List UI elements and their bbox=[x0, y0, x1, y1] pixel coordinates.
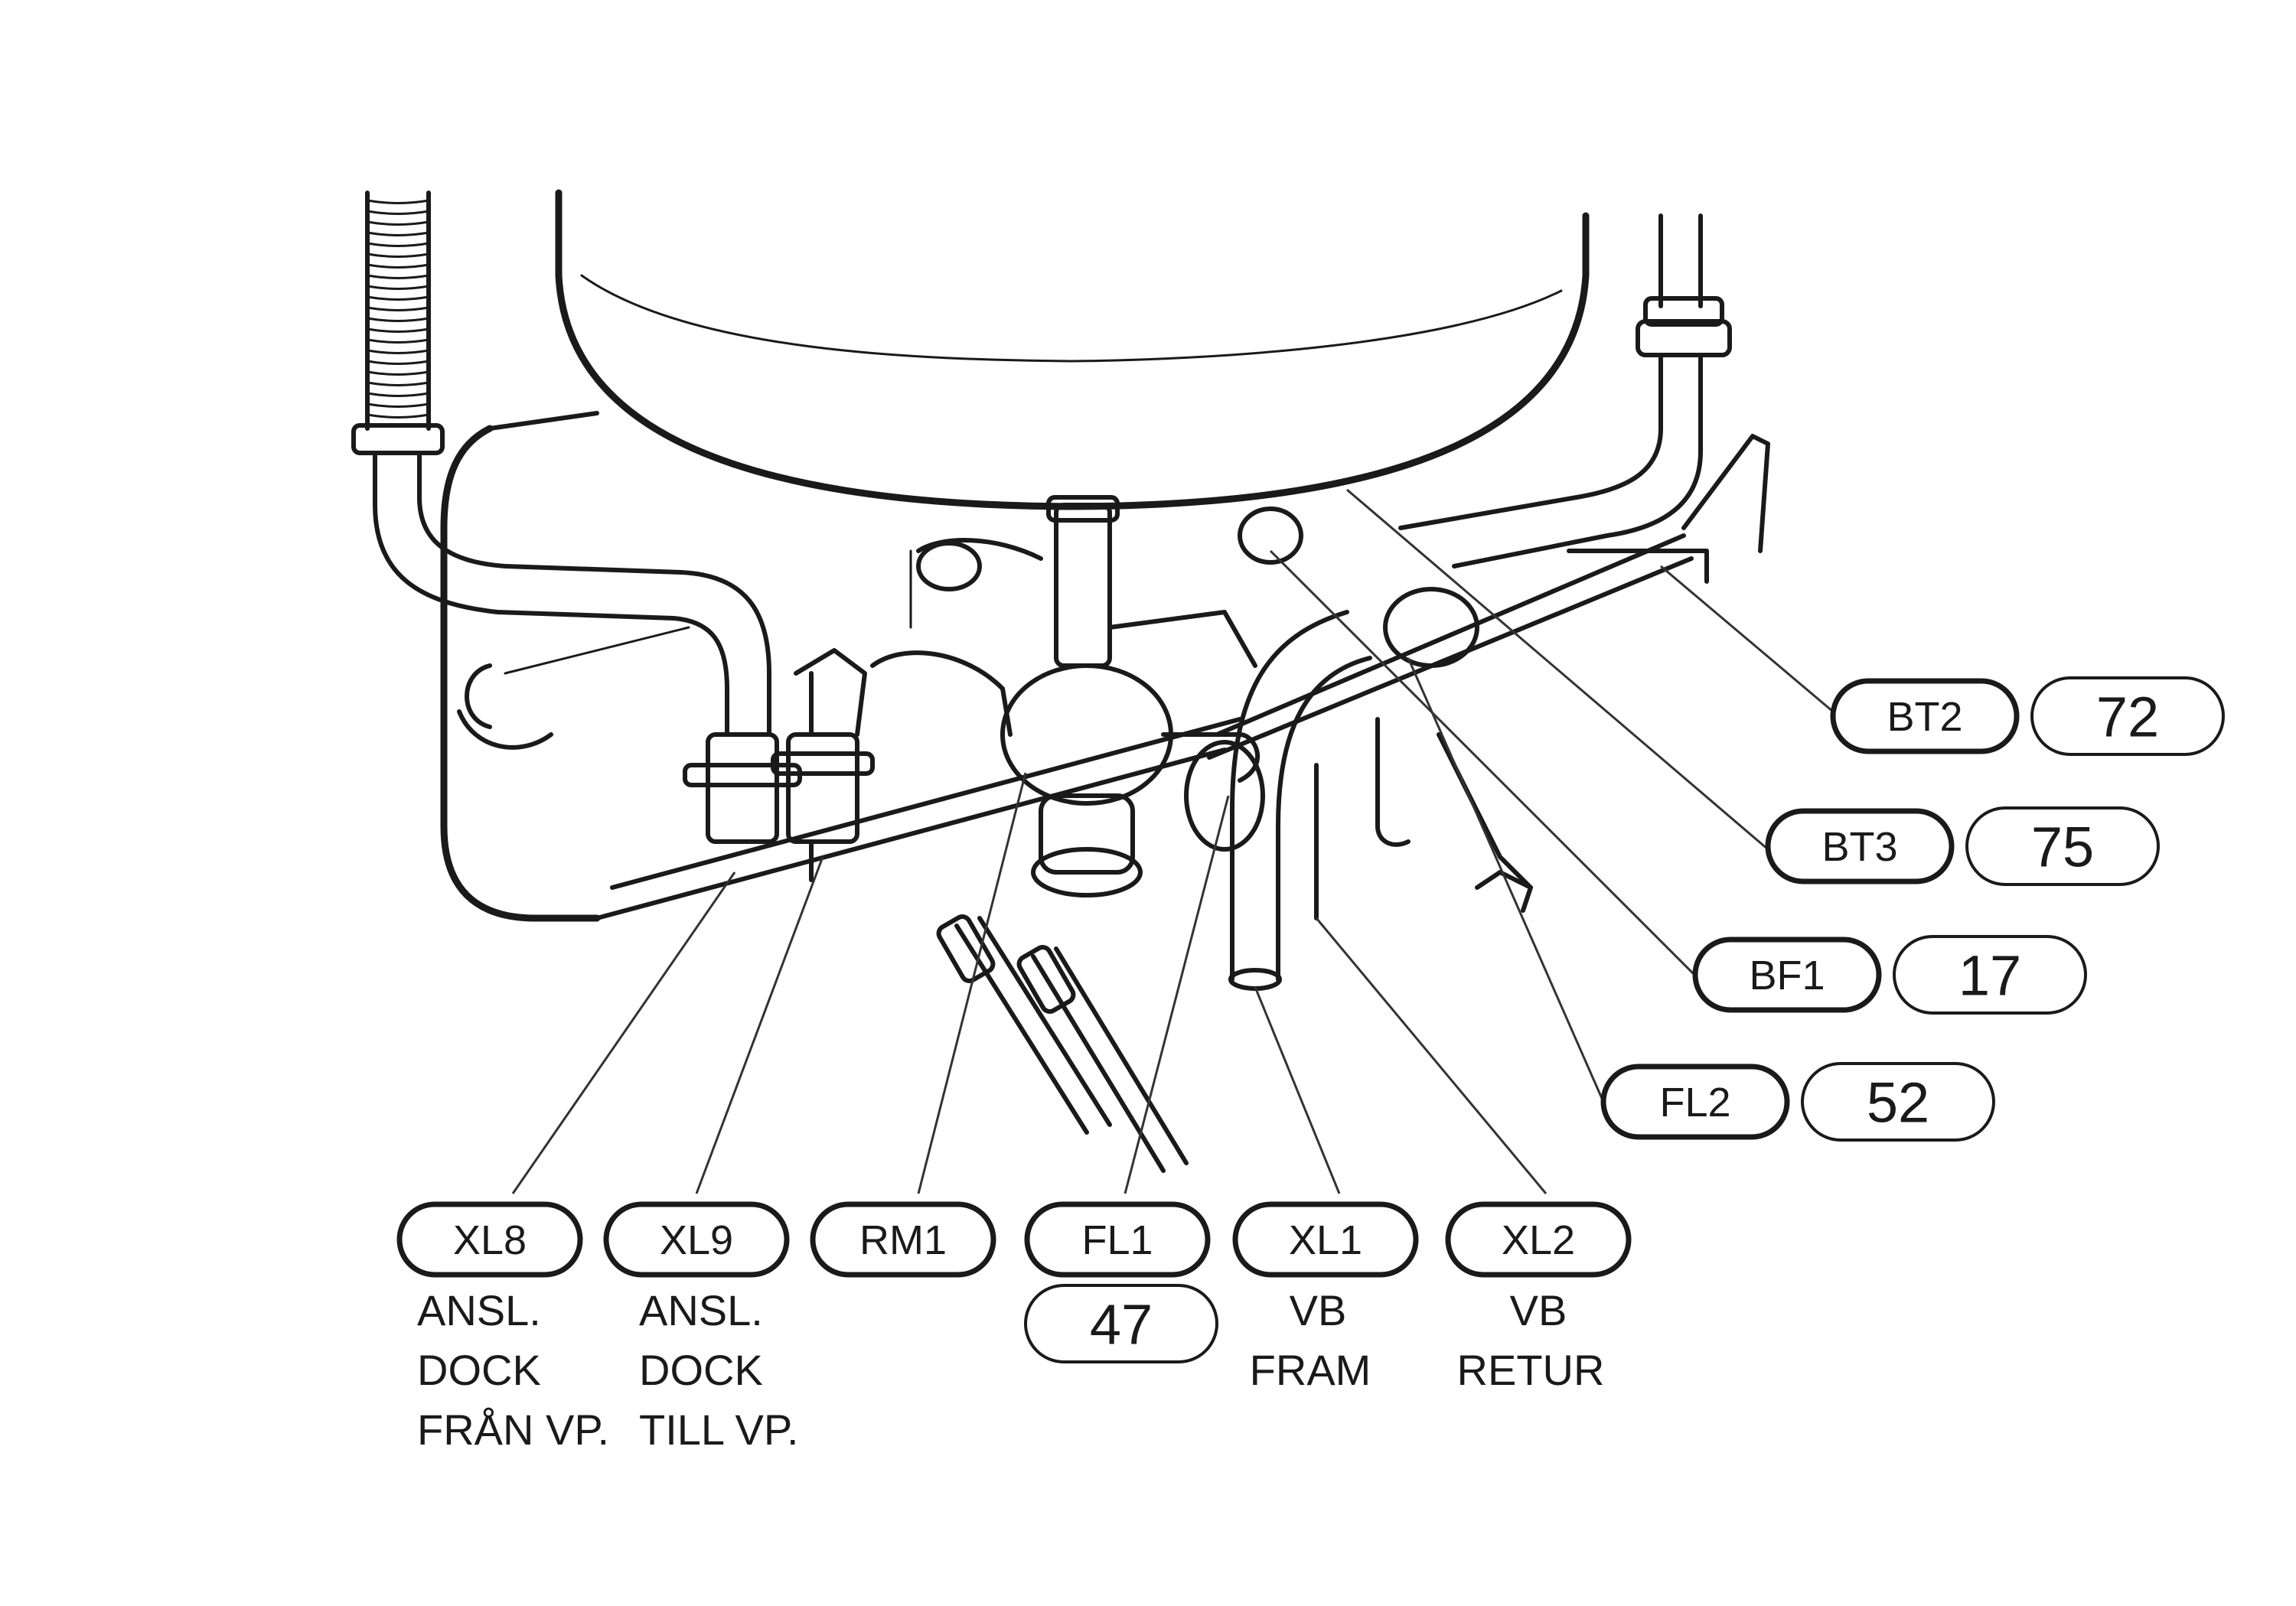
right-bracket bbox=[1238, 434, 1770, 913]
code-text: FL1 bbox=[1081, 1217, 1153, 1263]
value-text: 75 bbox=[2031, 816, 2094, 879]
code-pill bbox=[1830, 678, 2020, 754]
code-pill bbox=[1445, 1201, 1632, 1278]
label-bt2: BT2 72 bbox=[1830, 676, 2225, 756]
corrugated-hose bbox=[351, 191, 445, 455]
value-pill bbox=[1024, 1284, 1218, 1363]
hose-ridge bbox=[366, 285, 430, 290]
value-pill bbox=[1801, 1062, 1995, 1142]
label-xl2: XL2 VB RETUR bbox=[1445, 1201, 1632, 1394]
desc-line-1: ANSL. bbox=[417, 1286, 541, 1334]
value-pill bbox=[1893, 935, 2087, 1015]
expansion-box bbox=[440, 411, 690, 922]
code-text: BF1 bbox=[1749, 953, 1825, 998]
left-pipe bbox=[373, 451, 771, 737]
desc-line-2: FRAM bbox=[1250, 1346, 1371, 1394]
leader-xl8 bbox=[511, 871, 736, 1194]
hose-ridge bbox=[366, 231, 430, 236]
desc-line-1: VB bbox=[1290, 1286, 1347, 1334]
label-fl1: FL1 47 bbox=[1024, 1201, 1218, 1363]
frame-rails bbox=[595, 533, 1694, 920]
dock-connectors bbox=[683, 648, 875, 844]
label-xl1: XL1 VB FRAM bbox=[1232, 1201, 1419, 1394]
desc-line-2: DOCK bbox=[639, 1346, 763, 1394]
drawing-artwork bbox=[351, 189, 1770, 1173]
desc-line-2: DOCK bbox=[417, 1346, 541, 1394]
label-xl9: XL9 ANSL. DOCK TILL VP. bbox=[603, 1201, 799, 1454]
value-pill bbox=[1965, 806, 2160, 886]
hose-ridge bbox=[366, 360, 430, 365]
hose-ridge bbox=[366, 242, 430, 247]
label-bt3: BT3 75 bbox=[1765, 806, 2160, 886]
code-pill bbox=[810, 1201, 996, 1278]
hose-ridge bbox=[366, 220, 430, 226]
hose-ridge bbox=[366, 349, 430, 354]
value-text: 47 bbox=[1090, 1293, 1153, 1357]
code-pill bbox=[1232, 1201, 1419, 1278]
label-fl2: FL2 52 bbox=[1600, 1062, 1995, 1142]
leader-fl1 bbox=[1124, 795, 1230, 1194]
value-text: 17 bbox=[1958, 944, 2021, 1008]
hose-ridge bbox=[366, 338, 430, 344]
leader-xl1 bbox=[1254, 986, 1341, 1194]
desc-line-1: ANSL. bbox=[639, 1286, 763, 1334]
hose-ridge bbox=[366, 402, 430, 408]
leader-fl2 bbox=[1407, 657, 1605, 1103]
code-text: XL8 bbox=[453, 1217, 527, 1263]
code-pill bbox=[1765, 808, 1955, 884]
leader-xl2 bbox=[1315, 917, 1548, 1194]
code-text: RM1 bbox=[859, 1217, 947, 1263]
sensor-cables bbox=[936, 914, 1189, 1173]
label-bf1: BF1 17 bbox=[1692, 935, 2087, 1015]
code-text: XL2 bbox=[1502, 1217, 1575, 1263]
code-pill bbox=[1600, 1064, 1790, 1140]
value-pill bbox=[2030, 676, 2225, 756]
hose-ridge bbox=[366, 210, 430, 215]
valve-assembly bbox=[870, 495, 1265, 897]
leader-bt2 bbox=[1660, 565, 1834, 713]
hose-ridge bbox=[366, 317, 430, 322]
supply-pipe bbox=[1228, 610, 1372, 991]
code-pill bbox=[1692, 937, 1882, 1013]
hose-ridge bbox=[366, 392, 430, 397]
leader-rm1 bbox=[917, 772, 1027, 1194]
leader-xl9 bbox=[695, 856, 824, 1194]
desc-line-3: TILL VP. bbox=[639, 1406, 799, 1454]
code-text: FL2 bbox=[1659, 1080, 1730, 1126]
hose-ridge bbox=[366, 199, 430, 204]
desc-line-2: RETUR bbox=[1457, 1346, 1605, 1394]
label-xl8: XL8 ANSL. DOCK FRÅN VP. bbox=[396, 1201, 609, 1454]
code-pill bbox=[396, 1201, 583, 1278]
leader-bf1 bbox=[1269, 549, 1697, 977]
hose-ridge bbox=[366, 274, 430, 279]
code-text: BT2 bbox=[1887, 694, 1962, 740]
leader-lines bbox=[511, 488, 1834, 1194]
code-pill bbox=[1024, 1201, 1211, 1278]
code-pill bbox=[603, 1201, 790, 1278]
hose-ridge bbox=[366, 295, 430, 301]
return-pipe bbox=[1398, 213, 1732, 568]
value-text: 72 bbox=[2096, 686, 2159, 749]
hose-ridge bbox=[366, 413, 430, 419]
hose-ridge bbox=[366, 327, 430, 333]
desc-line-3: FRÅN VP. bbox=[417, 1406, 609, 1454]
desc-line-1: VB bbox=[1510, 1286, 1567, 1334]
hose-ridge bbox=[366, 263, 430, 269]
hose-ridge bbox=[366, 381, 430, 386]
tank bbox=[555, 189, 1590, 510]
hose-ridge bbox=[366, 306, 430, 311]
code-text: XL9 bbox=[660, 1217, 733, 1263]
label-rm1: RM1 bbox=[810, 1201, 996, 1278]
code-text: XL1 bbox=[1289, 1217, 1362, 1263]
value-text: 52 bbox=[1867, 1071, 1929, 1135]
hose-ridge bbox=[366, 370, 430, 376]
leader-bt3 bbox=[1346, 488, 1769, 851]
code-text: BT3 bbox=[1821, 824, 1897, 870]
hose-ridge bbox=[366, 252, 430, 258]
